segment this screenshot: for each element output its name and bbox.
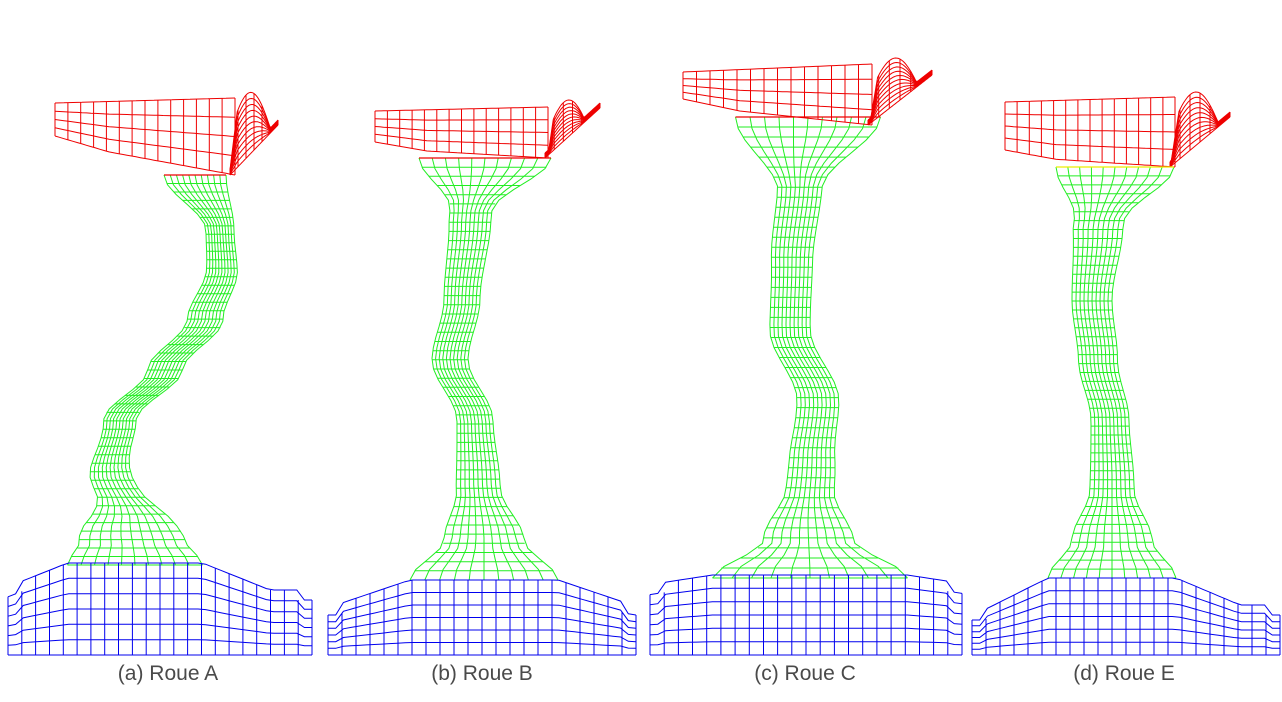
flange-mesh-line-v [229, 122, 279, 174]
rim-mesh-line-v [1004, 137, 1176, 150]
web-mesh-line-u [809, 116, 908, 579]
hub-mesh-line-v [649, 614, 963, 626]
rim-mesh-line-v [54, 97, 236, 104]
web-mesh [67, 174, 238, 566]
hub-mesh-line-v [328, 579, 637, 616]
flange-mesh [1169, 91, 1231, 168]
rim-mesh-line-v [682, 63, 873, 73]
hub-mesh-line-v [972, 628, 1280, 644]
hub-mesh-line-v [649, 641, 963, 646]
hub-mesh-line-v [328, 629, 637, 643]
web-mesh-line-u [1111, 166, 1177, 579]
hub-mesh-line-v [972, 603, 1280, 633]
flange-mesh-line-v [229, 104, 279, 171]
rim-mesh-line-v [54, 110, 236, 118]
hub-mesh-line-v [972, 616, 1280, 638]
hub-mesh-line-v [328, 604, 637, 629]
flange-mesh-line-v [229, 115, 279, 172]
flange-mesh-line-v [229, 124, 279, 176]
rim-mesh-line-v [374, 106, 549, 112]
hub-mesh-line-v [7, 577, 312, 610]
panel-roue-a [7, 91, 313, 656]
web-mesh [712, 116, 908, 579]
rim-mesh-line-v [682, 98, 873, 126]
rim-mesh-line-v [374, 141, 549, 159]
rim-mesh-line-v [54, 119, 236, 137]
rim-mesh-line-v [1004, 149, 1176, 168]
web-mesh-line-u [67, 174, 208, 566]
rim-mesh-line-v [1004, 96, 1176, 103]
rim-mesh-line-v [54, 127, 236, 157]
hub-mesh [971, 577, 1281, 656]
hub-mesh-line-v [649, 627, 963, 636]
rim-mesh-line-v [374, 126, 549, 133]
hub-mesh [327, 579, 637, 656]
flange-mesh-line-v [1169, 116, 1231, 168]
flange-mesh-line-v [544, 107, 601, 159]
hub-mesh-line-v [649, 587, 963, 606]
rim-mesh [682, 63, 873, 126]
hub-mesh-line-v [972, 641, 1280, 650]
caption-roue-e: (d) Roue E [1073, 662, 1175, 685]
rim-mesh-line-v [1004, 125, 1176, 133]
flange-mesh-line-v [229, 123, 279, 175]
hub-mesh-line-v [972, 577, 1280, 621]
hub-mesh [649, 574, 963, 656]
web-mesh [409, 157, 559, 581]
web-mesh-line-u [805, 116, 889, 579]
rim-mesh-line-v [374, 118, 548, 121]
panel-roue-c [649, 57, 963, 656]
rim-mesh-line-v [682, 85, 873, 95]
caption-roue-a: (a) Roue A [117, 662, 219, 685]
web-mesh [1047, 166, 1177, 579]
rim-mesh-line-v [1004, 113, 1175, 116]
rim-mesh-line-v [374, 133, 549, 146]
flange-mesh [544, 99, 601, 159]
flange-mesh-line-v [229, 123, 279, 174]
rim-mesh-line-v [682, 91, 873, 111]
hub-mesh-line-v [7, 639, 312, 647]
flange-mesh [867, 57, 933, 126]
hub-mesh [7, 562, 313, 656]
rim-mesh-line-v [683, 78, 872, 81]
caption-roue-b: (b) Roue B [431, 662, 533, 685]
caption-roue-c: (c) Roue C [754, 662, 856, 685]
hub-mesh-line-v [649, 574, 963, 596]
hub-mesh-line-v [972, 590, 1280, 627]
hub-mesh-line-v [7, 608, 312, 628]
panel-roue-b [327, 99, 637, 656]
hub-mesh-line-v [328, 642, 637, 649]
hub-mesh-line-v [328, 617, 637, 636]
hub-mesh-line-v [7, 623, 312, 638]
flange-mesh [229, 91, 279, 176]
hub-mesh-line-v [649, 601, 963, 616]
rim-mesh-line-v [54, 135, 236, 176]
rim-mesh [374, 106, 549, 159]
hub-mesh-line-v [7, 593, 312, 619]
web-mesh-line-u [80, 174, 211, 566]
panel-roue-e [971, 91, 1281, 656]
rim-mesh [1004, 96, 1176, 168]
flange-mesh-line-v [229, 109, 279, 172]
web-mesh-line-u [463, 157, 544, 581]
rim-mesh [54, 97, 236, 176]
hub-mesh-line-v [7, 562, 312, 601]
flange-mesh-line-v [229, 121, 279, 173]
web-mesh-line-u [128, 174, 238, 566]
hub-mesh-line-v [328, 592, 637, 623]
